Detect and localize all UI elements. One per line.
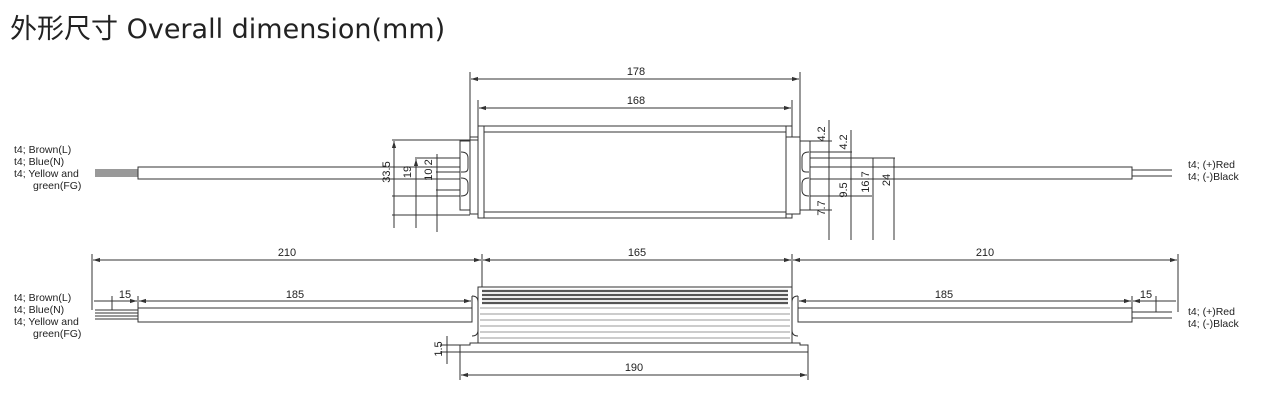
heatsink-fins bbox=[482, 289, 788, 305]
dim-9-5-text: 9.5 bbox=[838, 182, 850, 197]
dim-10-2-text: 10.2 bbox=[423, 159, 435, 180]
page-title: 外形尺寸 Overall dimension(mm) bbox=[10, 14, 446, 45]
svg-text:green(FG): green(FG) bbox=[33, 180, 81, 192]
dim-168-text: 168 bbox=[627, 95, 645, 107]
right-output-cable bbox=[809, 166, 1172, 180]
top-view bbox=[95, 72, 1172, 240]
dim-165-text: 165 bbox=[628, 247, 646, 259]
left-input-cable bbox=[95, 166, 461, 180]
dim-15-left-text: 15 bbox=[119, 289, 131, 301]
side-view bbox=[91, 254, 1179, 380]
dim-19-text: 19 bbox=[402, 166, 414, 178]
dim-185-left-text: 185 bbox=[286, 289, 304, 301]
dim-16-7-text: 16.7 bbox=[860, 171, 872, 192]
dim-7-7-text: 7.7 bbox=[816, 200, 828, 215]
dim-210-left-text: 210 bbox=[278, 247, 296, 259]
right-mounting-flange bbox=[785, 136, 811, 215]
svg-text:t4; Yellow and: t4; Yellow and bbox=[14, 168, 79, 180]
top-right-wire-labels: t4; (+)Red t4; (-)Black bbox=[1188, 159, 1240, 183]
side-right-wire-labels: t4; (+)Red t4; (-)Black bbox=[1188, 306, 1240, 330]
dim-178-text: 178 bbox=[627, 66, 645, 78]
base-plate bbox=[459, 342, 809, 353]
dim-33-5-text: 33.5 bbox=[381, 161, 393, 182]
svg-text:t4; Blue(N): t4; Blue(N) bbox=[14, 304, 64, 316]
svg-text:t4; (-)Black: t4; (-)Black bbox=[1188, 318, 1240, 330]
dim-24-text: 24 bbox=[881, 174, 893, 186]
svg-text:green(FG): green(FG) bbox=[33, 328, 81, 340]
svg-text:t4; Yellow and: t4; Yellow and bbox=[14, 316, 79, 328]
dim-4-2-a-text: 4.2 bbox=[816, 126, 828, 141]
top-body bbox=[477, 125, 793, 219]
svg-text:t4; (+)Red: t4; (+)Red bbox=[1188, 159, 1235, 171]
svg-text:t4; Brown(L): t4; Brown(L) bbox=[14, 292, 71, 304]
side-left-cable bbox=[95, 307, 473, 323]
dim-185-right-text: 185 bbox=[935, 289, 953, 301]
top-left-wire-labels: t4; Brown(L) t4; Blue(N) t4; Yellow and … bbox=[14, 144, 81, 192]
svg-text:t4; (-)Black: t4; (-)Black bbox=[1188, 171, 1240, 183]
svg-text:t4; (+)Red: t4; (+)Red bbox=[1188, 306, 1235, 318]
side-left-wire-labels: t4; Brown(L) t4; Blue(N) t4; Yellow and … bbox=[14, 292, 81, 340]
dim-1-5-text: 1.5 bbox=[433, 341, 445, 356]
side-body-grooves bbox=[480, 307, 790, 339]
svg-text:t4; Brown(L): t4; Brown(L) bbox=[14, 144, 71, 156]
side-body bbox=[477, 286, 793, 344]
svg-text:t4; Blue(N): t4; Blue(N) bbox=[14, 156, 64, 168]
dim-210-right-text: 210 bbox=[976, 247, 994, 259]
dim-190-text: 190 bbox=[625, 362, 643, 374]
side-right-cable bbox=[797, 307, 1172, 323]
dim-15-right-text: 15 bbox=[1140, 289, 1152, 301]
dim-4-2-b-text: 4.2 bbox=[838, 134, 850, 149]
